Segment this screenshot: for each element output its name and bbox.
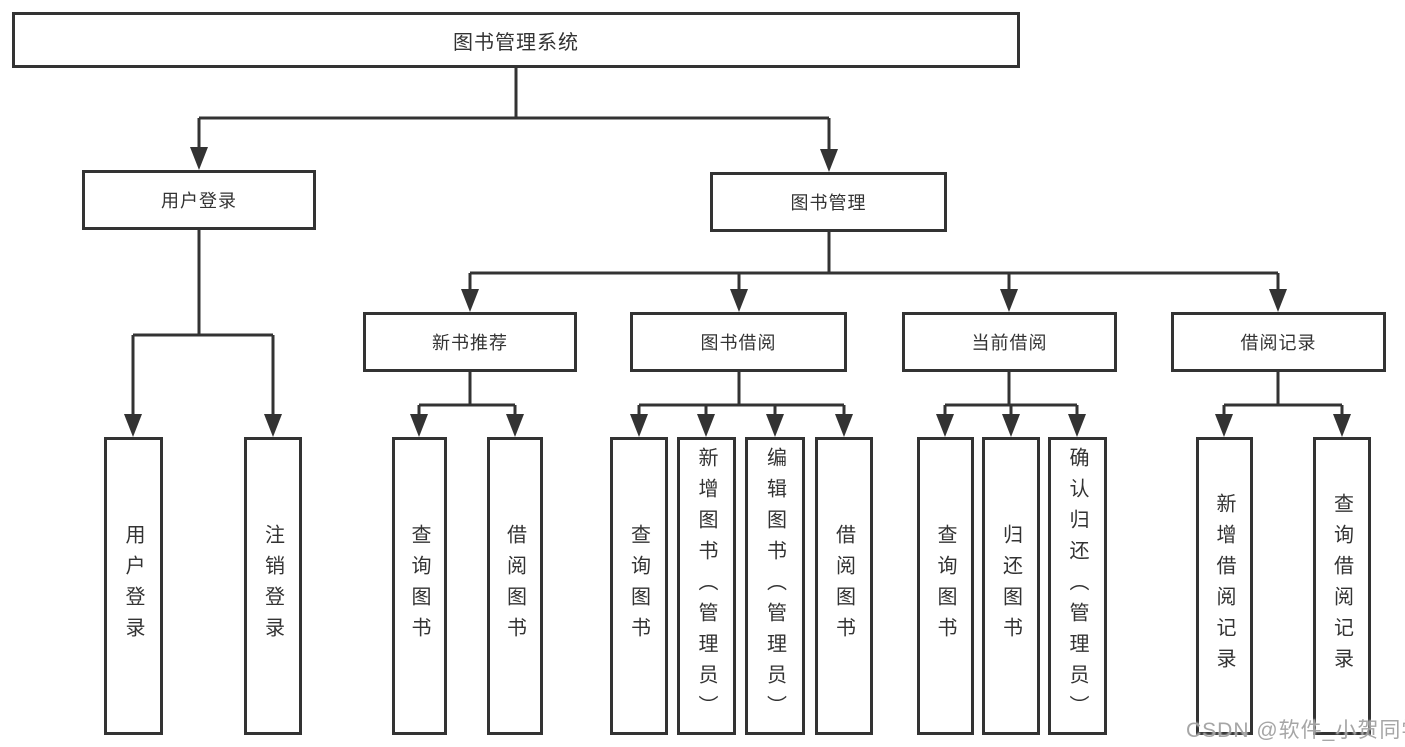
node-current-borrowing: 当前借阅 [902, 312, 1117, 372]
node-book-borrowing: 图书借阅 [630, 312, 847, 372]
leaf-query-books-borrow-label: 查询图书 [627, 524, 650, 648]
node-borrowing-records: 借阅记录 [1171, 312, 1386, 372]
leaf-borrow-books-label: 借阅图书 [832, 524, 855, 648]
leaf-borrow-books-recommend-label: 借阅图书 [503, 524, 526, 648]
leaf-confirm-return-admin-label: 确认归还（管理员） [1066, 446, 1088, 726]
leaf-user-login: 用户登录 [104, 437, 163, 735]
leaf-edit-books-admin-label: 编辑图书（管理员） [763, 446, 786, 726]
node-new-book-recommend: 新书推荐 [363, 312, 577, 372]
leaf-return-books-label: 归还图书 [999, 524, 1022, 648]
leaf-edit-books-admin: 编辑图书（管理员） [745, 437, 805, 735]
leaf-add-borrow-record-label: 新增借阅记录 [1213, 493, 1235, 679]
node-borrowing-records-label: 借阅记录 [1240, 333, 1317, 353]
node-user-login-label: 用户登录 [161, 191, 237, 211]
leaf-user-login-label: 用户登录 [122, 524, 144, 648]
node-library-system-label: 图书管理系统 [453, 31, 579, 54]
leaf-query-borrow-record: 查询借阅记录 [1313, 437, 1371, 735]
leaf-query-books-current: 查询图书 [917, 437, 974, 735]
leaf-add-borrow-record: 新增借阅记录 [1196, 437, 1253, 735]
node-user-login: 用户登录 [82, 170, 316, 230]
node-new-book-recommend-label: 新书推荐 [432, 333, 508, 353]
node-book-borrowing-label: 图书借阅 [700, 333, 777, 353]
csdn-watermark: CSDN @软件_小贺同学 [1186, 719, 1405, 742]
leaf-borrow-books-recommend: 借阅图书 [487, 437, 543, 735]
leaf-add-books-admin: 新增图书（管理员） [677, 437, 736, 735]
leaf-query-books-recommend-label: 查询图书 [408, 524, 430, 648]
leaf-logout-login: 注销登录 [244, 437, 302, 735]
node-book-management: 图书管理 [710, 172, 947, 232]
leaf-query-borrow-record-label: 查询借阅记录 [1330, 493, 1353, 679]
leaf-query-books-current-label: 查询图书 [934, 524, 956, 648]
node-current-borrowing-label: 当前借阅 [971, 333, 1048, 353]
node-library-system: 图书管理系统 [12, 12, 1020, 68]
leaf-logout-login-label: 注销登录 [261, 524, 284, 648]
leaf-query-books-borrow: 查询图书 [610, 437, 668, 735]
leaf-add-books-admin-label: 新增图书（管理员） [695, 446, 717, 726]
node-book-management-label: 图书管理 [790, 193, 867, 213]
leaf-confirm-return-admin: 确认归还（管理员） [1048, 437, 1107, 735]
leaf-return-books: 归还图书 [982, 437, 1040, 735]
arrowheads [124, 147, 1351, 437]
leaf-borrow-books: 借阅图书 [815, 437, 873, 735]
leaf-query-books-recommend: 查询图书 [392, 437, 447, 735]
